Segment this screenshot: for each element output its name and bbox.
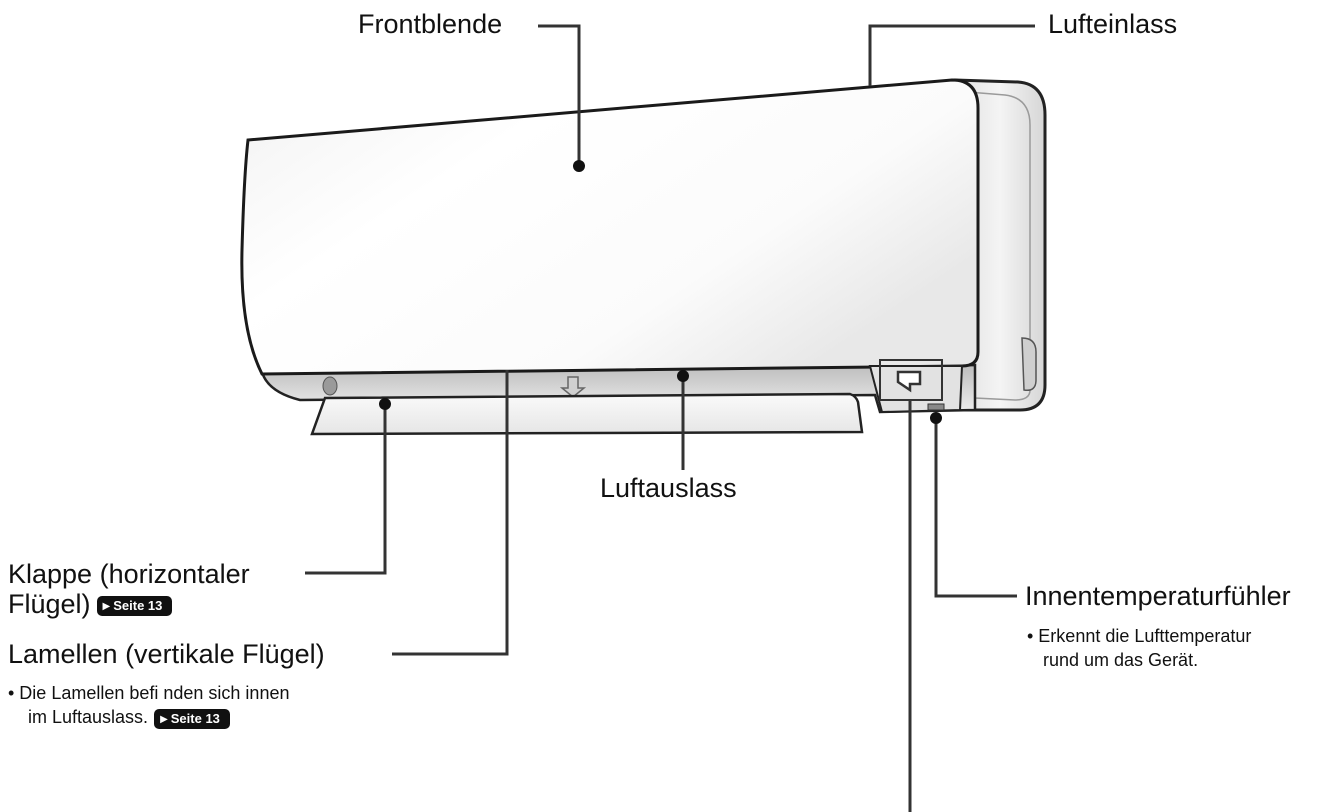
louvers-note-line2-text: im Luftauslass. <box>28 707 149 728</box>
leader-louvers <box>392 370 509 656</box>
dot-temp-sensor <box>930 412 942 424</box>
leader-front-panel <box>538 24 581 166</box>
dot-front-panel <box>573 160 585 172</box>
label-flap: Klappe (horizontaler Flügel)Seite 13 <box>8 559 250 620</box>
sensor-note-line2: rund um das Gerät. <box>1043 650 1199 671</box>
leader-temp-sensor <box>934 418 1017 598</box>
label-air-intake: Lufteinlass <box>1048 9 1178 39</box>
sensor-note-line1: • Erkennt die Lufttemperatur <box>1027 626 1252 646</box>
leader-air-intake <box>868 24 1035 86</box>
label-louvers: Lamellen (vertikale Flügel) <box>8 639 325 669</box>
side-cutout <box>1021 337 1037 392</box>
sensor-note: • Erkennt die Lufttemperatur rund um das… <box>1027 624 1251 673</box>
label-flap-line2-text: Flügel) <box>8 588 91 619</box>
label-flap-line2: Flügel)Seite 13 <box>8 588 250 620</box>
flap-page-ref-badge[interactable]: Seite 13 <box>96 595 173 616</box>
dot-air-outlet <box>677 370 689 382</box>
flap-pivot-left <box>322 376 338 396</box>
label-front-panel: Frontblende <box>358 9 503 39</box>
dot-flap <box>379 398 391 410</box>
label-room-temp-sensor: Innentemperaturfühler <box>1025 581 1291 611</box>
label-flap-line1: Klappe (horizontaler <box>8 559 250 589</box>
horizontal-flap <box>310 392 864 436</box>
louvers-page-ref-badge[interactable]: Seite 13 <box>154 708 230 729</box>
label-air-outlet: Luftauslass <box>600 473 737 503</box>
front-panel <box>240 78 980 376</box>
louvers-note-line2: im Luftauslass.Seite 13 <box>8 705 289 729</box>
louvers-note-line1: • Die Lamellen befi nden sich innen <box>8 683 290 703</box>
receiver-icon <box>896 370 922 393</box>
louver-arrow-icon <box>559 376 587 398</box>
leader-flap <box>305 404 387 575</box>
sensor-window <box>927 403 945 411</box>
louvers-note: • Die Lamellen befi nden sich innen im L… <box>8 681 289 730</box>
